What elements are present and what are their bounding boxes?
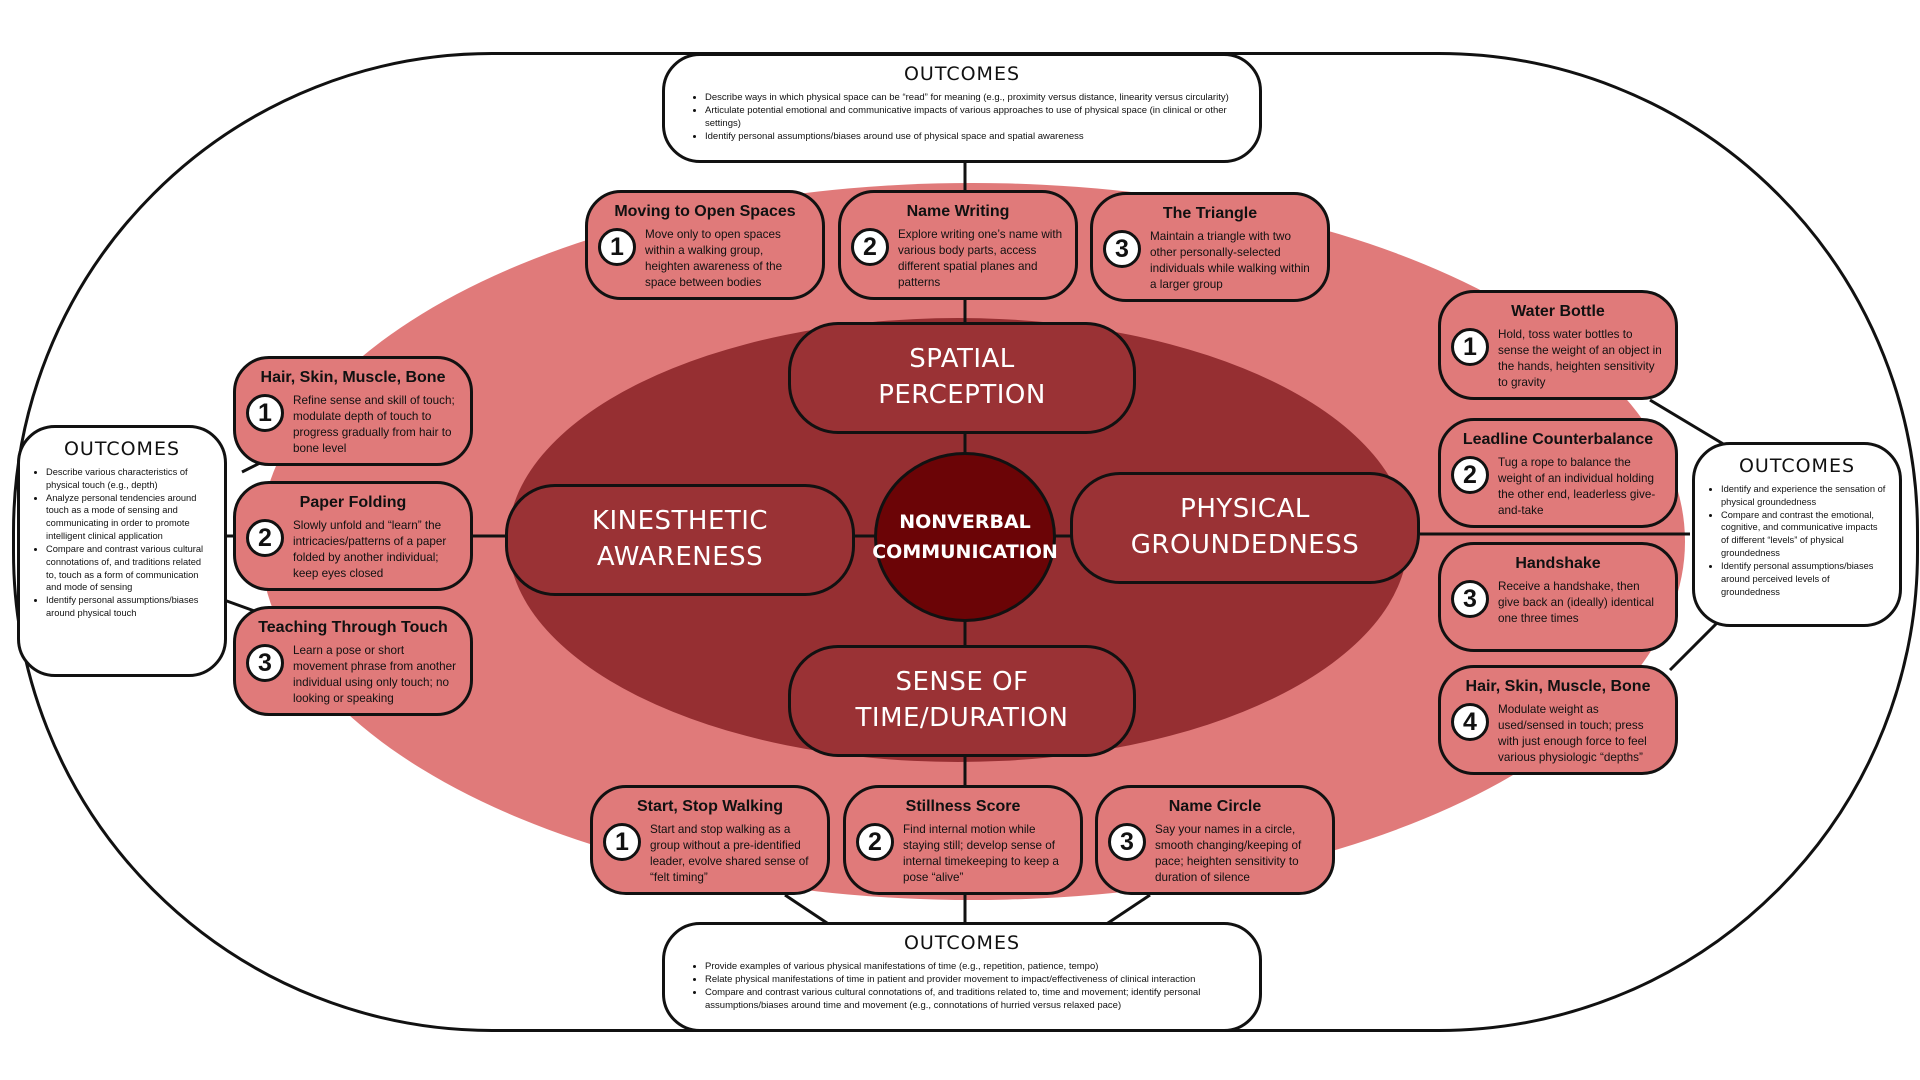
activity-start-stop-walking: Start, Stop Walking 1 Start and stop wal…: [590, 785, 830, 895]
activity-description: Hold, toss water bottles to sense the we…: [1498, 328, 1662, 389]
activity-stillness-score: Stillness Score 2 Find internal motion w…: [843, 785, 1083, 895]
activity-description: Modulate weight as used/sensed in touch;…: [1498, 703, 1647, 764]
activity-description: Start and stop walking as a group withou…: [650, 823, 809, 884]
activity-number-badge: 1: [603, 823, 641, 861]
activity-title: Water Bottle: [1511, 303, 1605, 320]
activity-number-badge: 1: [246, 394, 284, 432]
spatial-perception-domain: SPATIAL PERCEPTION: [788, 322, 1136, 434]
outcome-item: Provide examples of various physical man…: [705, 960, 1241, 973]
activity-paper-folding: Paper Folding 2 Slowly unfold and “learn…: [233, 481, 473, 591]
outcomes-title: OUTCOMES: [63, 438, 181, 460]
activity-number-badge: 4: [1451, 703, 1489, 741]
physical-groundedness-domain: PHYSICAL GROUNDEDNESS: [1070, 472, 1420, 584]
outcomes-kinesthetic-awareness: OUTCOMES Describe various characteristic…: [17, 425, 227, 677]
activity-description: Find internal motion while staying still…: [903, 823, 1059, 884]
outcomes-spatial-perception: OUTCOMES Describe ways in which physical…: [662, 53, 1262, 163]
activity-number-badge: 2: [246, 519, 284, 557]
activity-number-badge: 3: [1108, 823, 1146, 861]
outcomes-list: Describe ways in which physical space ca…: [665, 91, 1259, 143]
activity-name-writing: Name Writing 2 Explore writing one’s nam…: [838, 190, 1078, 300]
outcomes-physical-groundedness: OUTCOMES Identify and experience the sen…: [1692, 442, 1902, 627]
activity-the-triangle: The Triangle 3 Maintain a triangle with …: [1090, 192, 1330, 302]
activity-title: Paper Folding: [299, 494, 407, 511]
activity-description: Refine sense and skill of touch; modulat…: [293, 394, 455, 455]
activity-description: Tug a rope to balance the weight of an i…: [1498, 456, 1656, 517]
activity-description: Receive a handshake, then give back an (…: [1498, 580, 1654, 625]
domain-label-line1: PHYSICAL: [1180, 494, 1310, 525]
domain-label-line2: TIME/DURATION: [855, 703, 1069, 733]
outcome-item: Articulate potential emotional and commu…: [705, 104, 1241, 130]
activity-title: Leadline Counterbalance: [1462, 431, 1654, 448]
center-label-line2: COMMUNICATION: [872, 541, 1058, 563]
activity-description: Move only to open spaces within a walkin…: [645, 228, 783, 289]
activity-number-badge: 3: [1103, 230, 1141, 268]
activity-number-badge: 2: [856, 823, 894, 861]
connector-bottom-outcomes-right: [1104, 893, 1151, 927]
center-label-line1: NONVERBAL: [899, 510, 1031, 533]
outcomes-title: OUTCOMES: [903, 63, 1021, 85]
outcome-item: Compare and contrast the emotional, cogn…: [1721, 509, 1887, 560]
outcomes-list: Describe various characteristics of phys…: [20, 466, 224, 620]
activity-leadline-counterbalance: Leadline Counterbalance 2 Tug a rope to …: [1438, 418, 1678, 528]
outcomes-sense-of-time: OUTCOMES Provide examples of various phy…: [662, 922, 1262, 1032]
activity-name-circle: Name Circle 3 Say your names in a circle…: [1095, 785, 1335, 895]
outcome-item: Identify personal assumptions/biases aro…: [705, 130, 1241, 143]
outcome-item: Compare and contrast various cultural co…: [46, 543, 212, 594]
activity-water-bottle: Water Bottle 1 Hold, toss water bottles …: [1438, 290, 1678, 400]
domain-label-line2: PERCEPTION: [878, 380, 1046, 410]
outcome-item: Compare and contrast various cultural co…: [705, 986, 1241, 1012]
domain-label-line2: GROUNDEDNESS: [1130, 530, 1360, 560]
activity-number-badge: 2: [851, 228, 889, 266]
activity-title: Name Circle: [1168, 798, 1262, 815]
domain-label-line1: SPATIAL: [909, 344, 1015, 375]
activity-teaching-through-touch: Teaching Through Touch 3 Learn a pose or…: [233, 606, 473, 716]
connector-right-outcomes-lower: [1668, 618, 1722, 672]
activity-title: Name Writing: [906, 203, 1010, 220]
activity-title: Moving to Open Spaces: [614, 203, 796, 220]
activity-title: Hair, Skin, Muscle, Bone: [260, 369, 446, 386]
connector-right-outcomes-upper: [1649, 398, 1726, 447]
activity-description: Say your names in a circle, smooth chang…: [1155, 823, 1302, 884]
activity-description: Maintain a triangle with two other perso…: [1150, 230, 1310, 291]
activity-number-badge: 3: [246, 644, 284, 682]
outcome-item: Describe various characteristics of phys…: [46, 466, 212, 492]
outcomes-list: Provide examples of various physical man…: [665, 960, 1259, 1012]
domain-label-line1: KINESTHETIC: [591, 506, 769, 537]
outcome-item: Identify and experience the sensation of…: [1721, 483, 1887, 509]
activity-number-badge: 2: [1451, 456, 1489, 494]
outcome-item: Identify personal assumptions/biases aro…: [46, 594, 212, 620]
domain-label-line2: AWARENESS: [596, 542, 764, 572]
activity-hair-skin-muscle-bone-touch: Hair, Skin, Muscle, Bone 1 Refine sense …: [233, 356, 473, 466]
activity-title: Handshake: [1515, 555, 1601, 572]
kinesthetic-awareness-domain: KINESTHETIC AWARENESS: [505, 484, 855, 596]
activity-description: Slowly unfold and “learn” the intricacie…: [293, 519, 447, 580]
activity-title: Hair, Skin, Muscle, Bone: [1465, 678, 1651, 695]
activity-title: Start, Stop Walking: [636, 798, 784, 815]
nonverbal-communication-center: NONVERBAL COMMUNICATION: [872, 452, 1058, 622]
activity-number-badge: 1: [1451, 328, 1489, 366]
outcomes-title: OUTCOMES: [1738, 455, 1856, 477]
domain-label-line1: SENSE OF: [895, 667, 1029, 698]
activity-number-badge: 3: [1451, 580, 1489, 618]
activity-title: The Triangle: [1162, 205, 1258, 222]
outcomes-list: Identify and experience the sensation of…: [1695, 483, 1899, 598]
outcome-item: Relate physical manifestations of time i…: [705, 973, 1241, 986]
activity-hair-skin-muscle-bone-weight: Hair, Skin, Muscle, Bone 4 Modulate weig…: [1438, 665, 1678, 775]
outcome-item: Describe ways in which physical space ca…: [705, 91, 1241, 104]
outcome-item: Identify personal assumptions/biases aro…: [1721, 560, 1887, 598]
sense-of-time-domain: SENSE OF TIME/DURATION: [788, 645, 1136, 757]
connector-bottom-outcomes-left: [784, 893, 831, 927]
outcomes-title: OUTCOMES: [903, 932, 1021, 954]
activity-description: Learn a pose or short movement phrase fr…: [293, 644, 457, 705]
activity-title: Teaching Through Touch: [258, 619, 448, 636]
outcome-item: Analyze personal tendencies around touch…: [46, 492, 212, 543]
activity-handshake: Handshake 3 Receive a handshake, then gi…: [1438, 542, 1678, 652]
activity-number-badge: 1: [598, 228, 636, 266]
activity-moving-to-open-spaces: Moving to Open Spaces 1 Move only to ope…: [585, 190, 825, 300]
activity-description: Explore writing one’s name with various …: [898, 228, 1063, 289]
activity-title: Stillness Score: [905, 798, 1021, 815]
